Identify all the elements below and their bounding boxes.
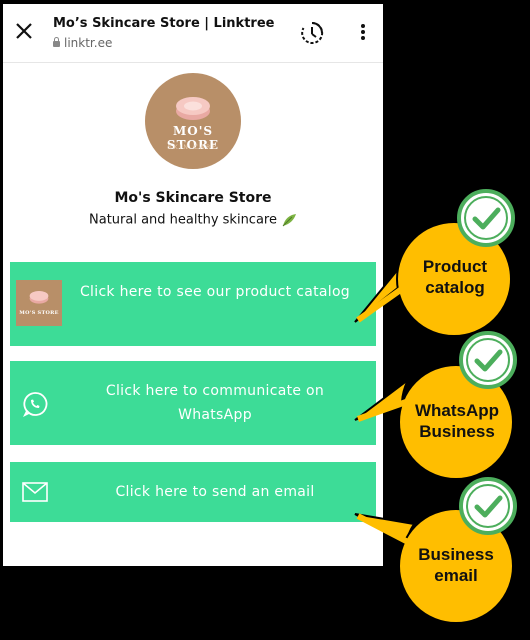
store-name: Mo's Skincare Store [114,190,272,206]
soap-bar-icon [176,97,210,120]
browser-top-bar: Mo’s Skincare Store | Linktree linktr.ee [3,4,383,63]
check-circle-icon [459,477,517,535]
url-text: linktr.ee [64,36,113,50]
page-title: Mo’s Skincare Store | Linktree [53,16,275,31]
whatsapp-link-button[interactable]: Click here to communicate on WhatsApp [10,361,376,445]
callout-text: WhatsApp Business [414,401,500,441]
callout-product-catalog: Product catalog [350,189,530,340]
lock-icon [53,37,60,47]
soap-thumbnail-icon [29,290,49,304]
product-catalog-link-button[interactable]: MO'S STORE Click here to see our product… [10,262,376,346]
check-circle-icon [457,189,515,247]
store-logo-avatar: MO'S STORE SKIN CARE [145,73,241,169]
whatsapp-icon [22,392,48,417]
whatsapp-link-label: Click here to communicate on WhatsApp [105,383,325,423]
callout-bubble [354,364,514,480]
callout-bubble [354,221,512,337]
callout-whatsapp-business: WhatsApp Business [350,331,530,484]
callout-business-email: Business email [350,477,530,640]
thumbnail-text: MO'S STORE [19,310,59,316]
catalog-thumbnail: MO'S STORE [16,280,62,326]
close-icon[interactable] [15,22,33,40]
callout-bubble [354,508,514,624]
store-tagline: Natural and healthy skincare [3,212,383,228]
leaf-icon [282,214,296,227]
logo-text: MO'S STORE [166,124,220,152]
email-link-button[interactable]: Click here to send an email [10,462,376,522]
logo-subtext: SKIN CARE [167,144,219,151]
email-link-label: Click here to send an email [115,484,315,500]
mobile-screen: Mo’s Skincare Store | Linktree linktr.ee… [3,4,383,566]
tagline-text: Natural and healthy skincare [89,212,277,228]
product-catalog-link-label: Click here to see our product catalog [79,284,350,300]
more-options-icon[interactable] [355,22,371,46]
envelope-icon [22,482,48,502]
check-circle-icon [459,331,517,389]
callout-text: Business email [418,545,494,585]
history-icon[interactable] [299,20,325,46]
callout-text: Product catalog [422,257,488,297]
url-display[interactable]: linktr.ee [53,36,112,50]
